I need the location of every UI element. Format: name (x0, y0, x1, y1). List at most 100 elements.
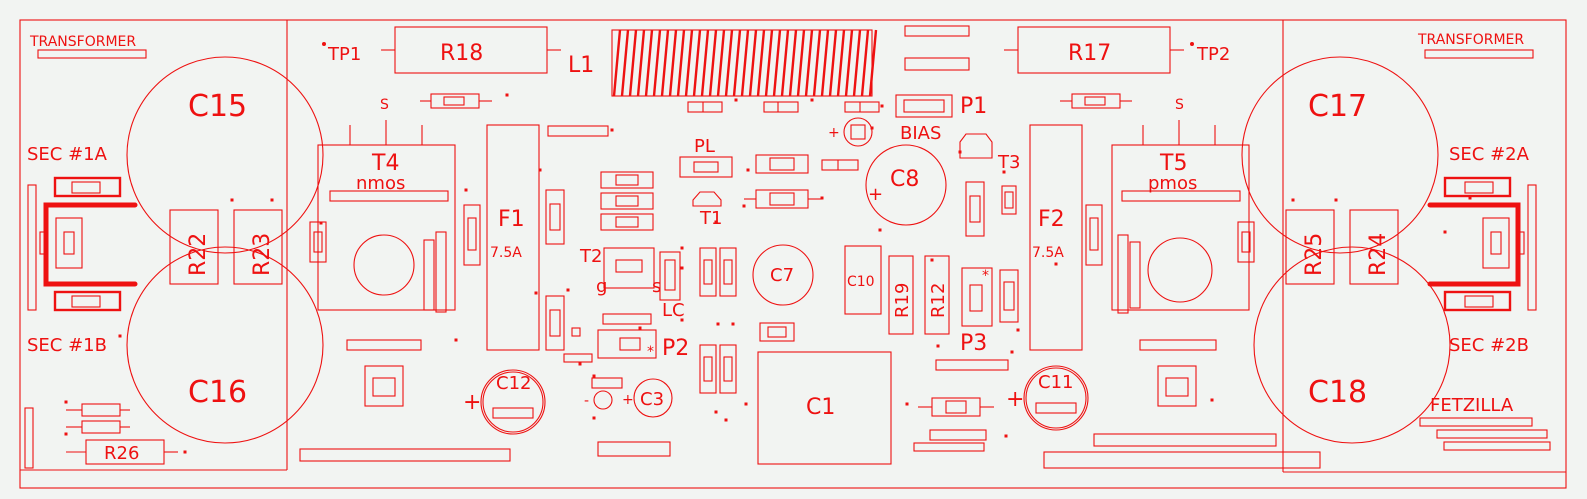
silk-pad (1139, 339, 1217, 351)
capacitor-c3-outline (633, 378, 673, 418)
s-t2-label: s (652, 276, 661, 297)
via (1334, 198, 1338, 202)
resistor-small (81, 403, 121, 417)
r12-label: R12 (928, 283, 949, 318)
coil-winding (844, 29, 854, 97)
c1-label: C1 (806, 395, 835, 420)
resistor-small (81, 420, 121, 434)
capacitor-c7-outline (752, 244, 814, 306)
silk-pad (1424, 49, 1534, 59)
r19-label: R19 (892, 283, 913, 318)
coil-winding (860, 29, 870, 97)
band (969, 195, 981, 223)
via (724, 418, 728, 422)
connector-strip (27, 184, 37, 311)
silk-strip (1093, 433, 1277, 447)
mount-hole (1147, 237, 1213, 303)
band (1084, 96, 1106, 106)
coil-winding (828, 29, 838, 97)
resistor-vertical (699, 247, 717, 297)
coil-winding (676, 29, 686, 97)
coil-winding (660, 29, 670, 97)
band (767, 326, 787, 338)
resistor-r24-outline (1349, 209, 1399, 285)
transistor-t5-block: T5 pmos (1111, 120, 1255, 314)
silk-pad (602, 313, 652, 325)
band (313, 231, 323, 253)
band (549, 203, 561, 231)
band (443, 96, 465, 106)
via (731, 322, 735, 326)
resistor-vertical (545, 189, 565, 245)
f2-label: F2 (1038, 207, 1065, 232)
pmos-label: pmos (1148, 173, 1197, 194)
band (615, 259, 643, 273)
via (592, 416, 596, 420)
c8-plus: + (868, 184, 883, 205)
diode-small (763, 101, 799, 113)
coil-winding (652, 29, 662, 97)
silk-pad (563, 353, 593, 363)
p2-star: * (647, 344, 654, 360)
capacitor-c11-outline (1025, 367, 1087, 429)
pot-plus: + (828, 125, 840, 141)
pad-inner (71, 181, 101, 194)
silk-pad (1443, 441, 1551, 451)
coil-winding (644, 29, 654, 97)
via (744, 402, 748, 406)
c18-label: C18 (1308, 375, 1367, 410)
via (64, 400, 68, 404)
band (945, 400, 967, 414)
via (1468, 196, 1472, 200)
via (714, 410, 718, 414)
sec-1a-label: SEC #1A (27, 144, 108, 165)
coil-winding (708, 29, 718, 97)
silk-strip (24, 407, 34, 469)
silk-pad (913, 442, 985, 452)
resistor-small (600, 192, 654, 210)
pad-inner (1464, 181, 1494, 194)
pot-body (850, 124, 866, 140)
silk-pad (597, 441, 671, 457)
band (615, 216, 639, 228)
c7-label: C7 (770, 265, 794, 286)
r22-label: R22 (186, 233, 211, 276)
resistor-vertical (545, 295, 565, 351)
g-label: g (596, 276, 607, 297)
connector-body (1482, 217, 1510, 269)
p3-star: * (982, 268, 989, 284)
connector-pad-top (53, 176, 122, 198)
c11-label: C11 (1038, 372, 1073, 393)
resistor-small (600, 171, 654, 189)
connector-pad-bottom (1443, 290, 1512, 312)
resistor-small (430, 93, 480, 109)
t2-label: T2 (579, 246, 602, 267)
silk-pad (1436, 429, 1548, 439)
via (270, 198, 274, 202)
pl-outline (679, 156, 733, 178)
silk-pad (935, 359, 1009, 371)
top-row-components: TP1 R18 L1 R17 TP2 S P1 BIAS + (322, 25, 1230, 147)
diode-small (844, 101, 880, 113)
heatsink-footprint (1157, 365, 1197, 407)
silk-pad (37, 49, 147, 59)
via (534, 291, 538, 295)
tp1-label: TP1 (327, 44, 361, 65)
transformer-label-left: TRANSFORMER (29, 34, 136, 50)
resistor-vertical (719, 344, 737, 394)
capacitor-small (593, 390, 613, 410)
silk-pad (435, 231, 447, 313)
resistor-bank: PL T1 (600, 136, 859, 231)
via (1002, 170, 1006, 174)
via (592, 374, 596, 378)
resistor-small (1071, 93, 1121, 109)
right-transformer-section: TRANSFORMER SEC #2A SEC #2B C17 C18 R25 … (1241, 32, 1551, 451)
coil-winding (692, 29, 702, 97)
band (703, 259, 713, 285)
silk-strip (299, 448, 511, 462)
via (716, 322, 720, 326)
coil-winding (796, 29, 806, 97)
band (693, 161, 719, 173)
coil-winding (740, 29, 750, 97)
